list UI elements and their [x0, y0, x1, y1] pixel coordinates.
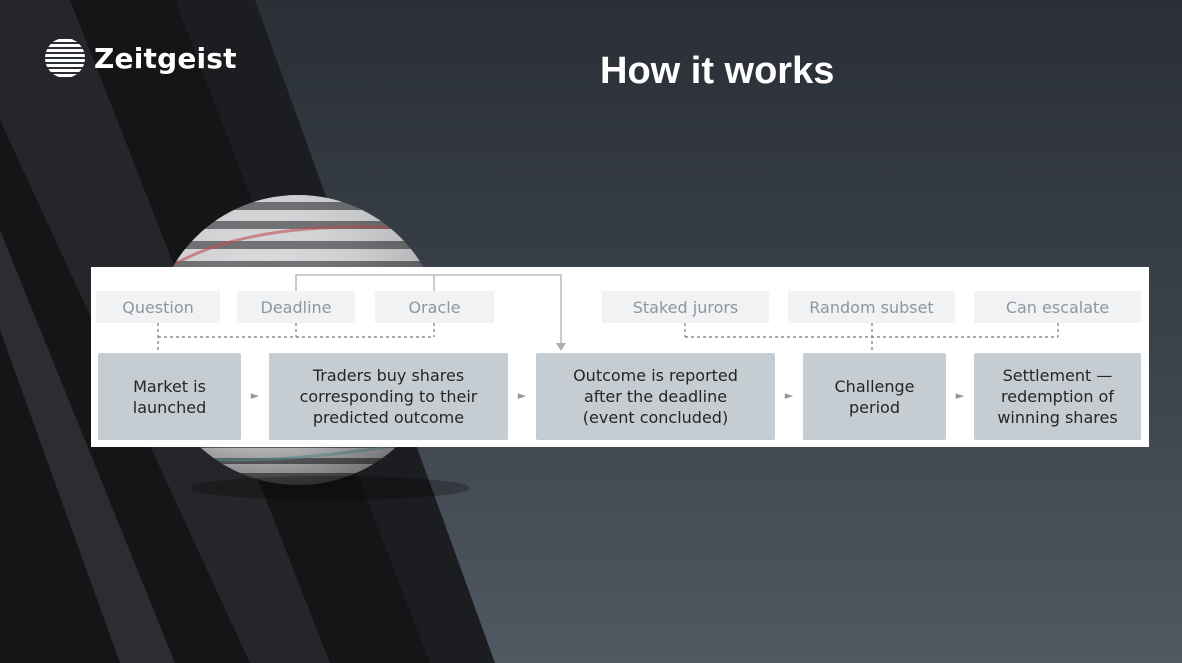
tag-deadline: Deadline	[237, 291, 355, 323]
sphere-shadow	[190, 476, 470, 500]
flow-arrow-icon: ►	[517, 389, 527, 402]
step-traders-buy-shares: Traders buy shares corresponding to thei…	[269, 353, 508, 440]
flow-arrow-icon: ►	[955, 389, 965, 402]
flow-arrow-icon: ►	[250, 389, 260, 402]
tag-random-subset: Random subset	[788, 291, 955, 323]
step-settlement: Settlement — redemption of winning share…	[974, 353, 1141, 440]
tag-oracle: Oracle	[375, 291, 494, 323]
step-outcome-reported: Outcome is reported after the deadline (…	[536, 353, 775, 440]
brand-name: Zeitgeist	[94, 41, 237, 75]
flow-arrow-icon: ►	[784, 389, 794, 402]
striped-sphere-logo-icon	[45, 38, 85, 78]
tag-staked-jurors: Staked jurors	[602, 291, 769, 323]
deadline-to-outcome-connector	[295, 274, 562, 343]
slide-title: How it works	[600, 50, 835, 92]
tag-question: Question	[96, 291, 220, 323]
connector-arrowhead	[556, 343, 566, 351]
brand-logo[interactable]: Zeitgeist	[44, 37, 237, 79]
step-market-launched: Market is launched	[98, 353, 241, 440]
diagonal-stripe-lower	[0, 230, 175, 663]
diagram-connectors	[157, 274, 1059, 351]
step-challenge-period: Challenge period	[803, 353, 946, 440]
process-diagram: Question Deadline Oracle Staked jurors R…	[91, 267, 1149, 447]
tag-can-escalate: Can escalate	[974, 291, 1141, 323]
